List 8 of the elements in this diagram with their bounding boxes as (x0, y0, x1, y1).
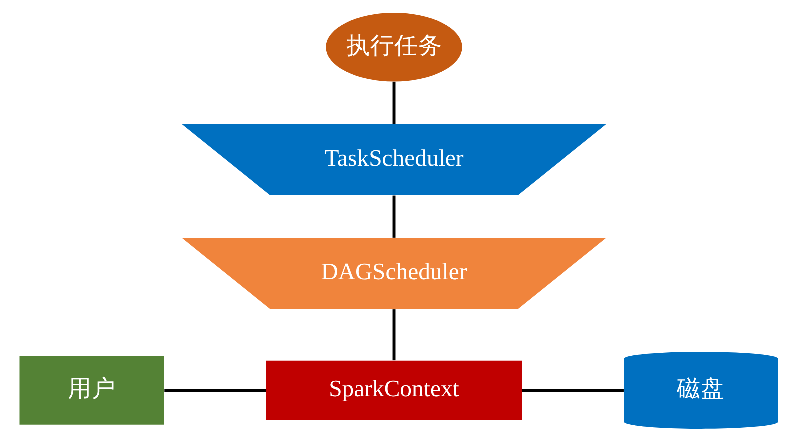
node-box: SparkContext (266, 360, 522, 420)
connector (164, 389, 266, 392)
node-box: 用户 (20, 356, 164, 425)
connector (392, 196, 396, 238)
connector (392, 310, 396, 361)
connector (522, 389, 624, 392)
connector (392, 82, 396, 124)
node-ellipse: 执行任务 (326, 13, 462, 82)
